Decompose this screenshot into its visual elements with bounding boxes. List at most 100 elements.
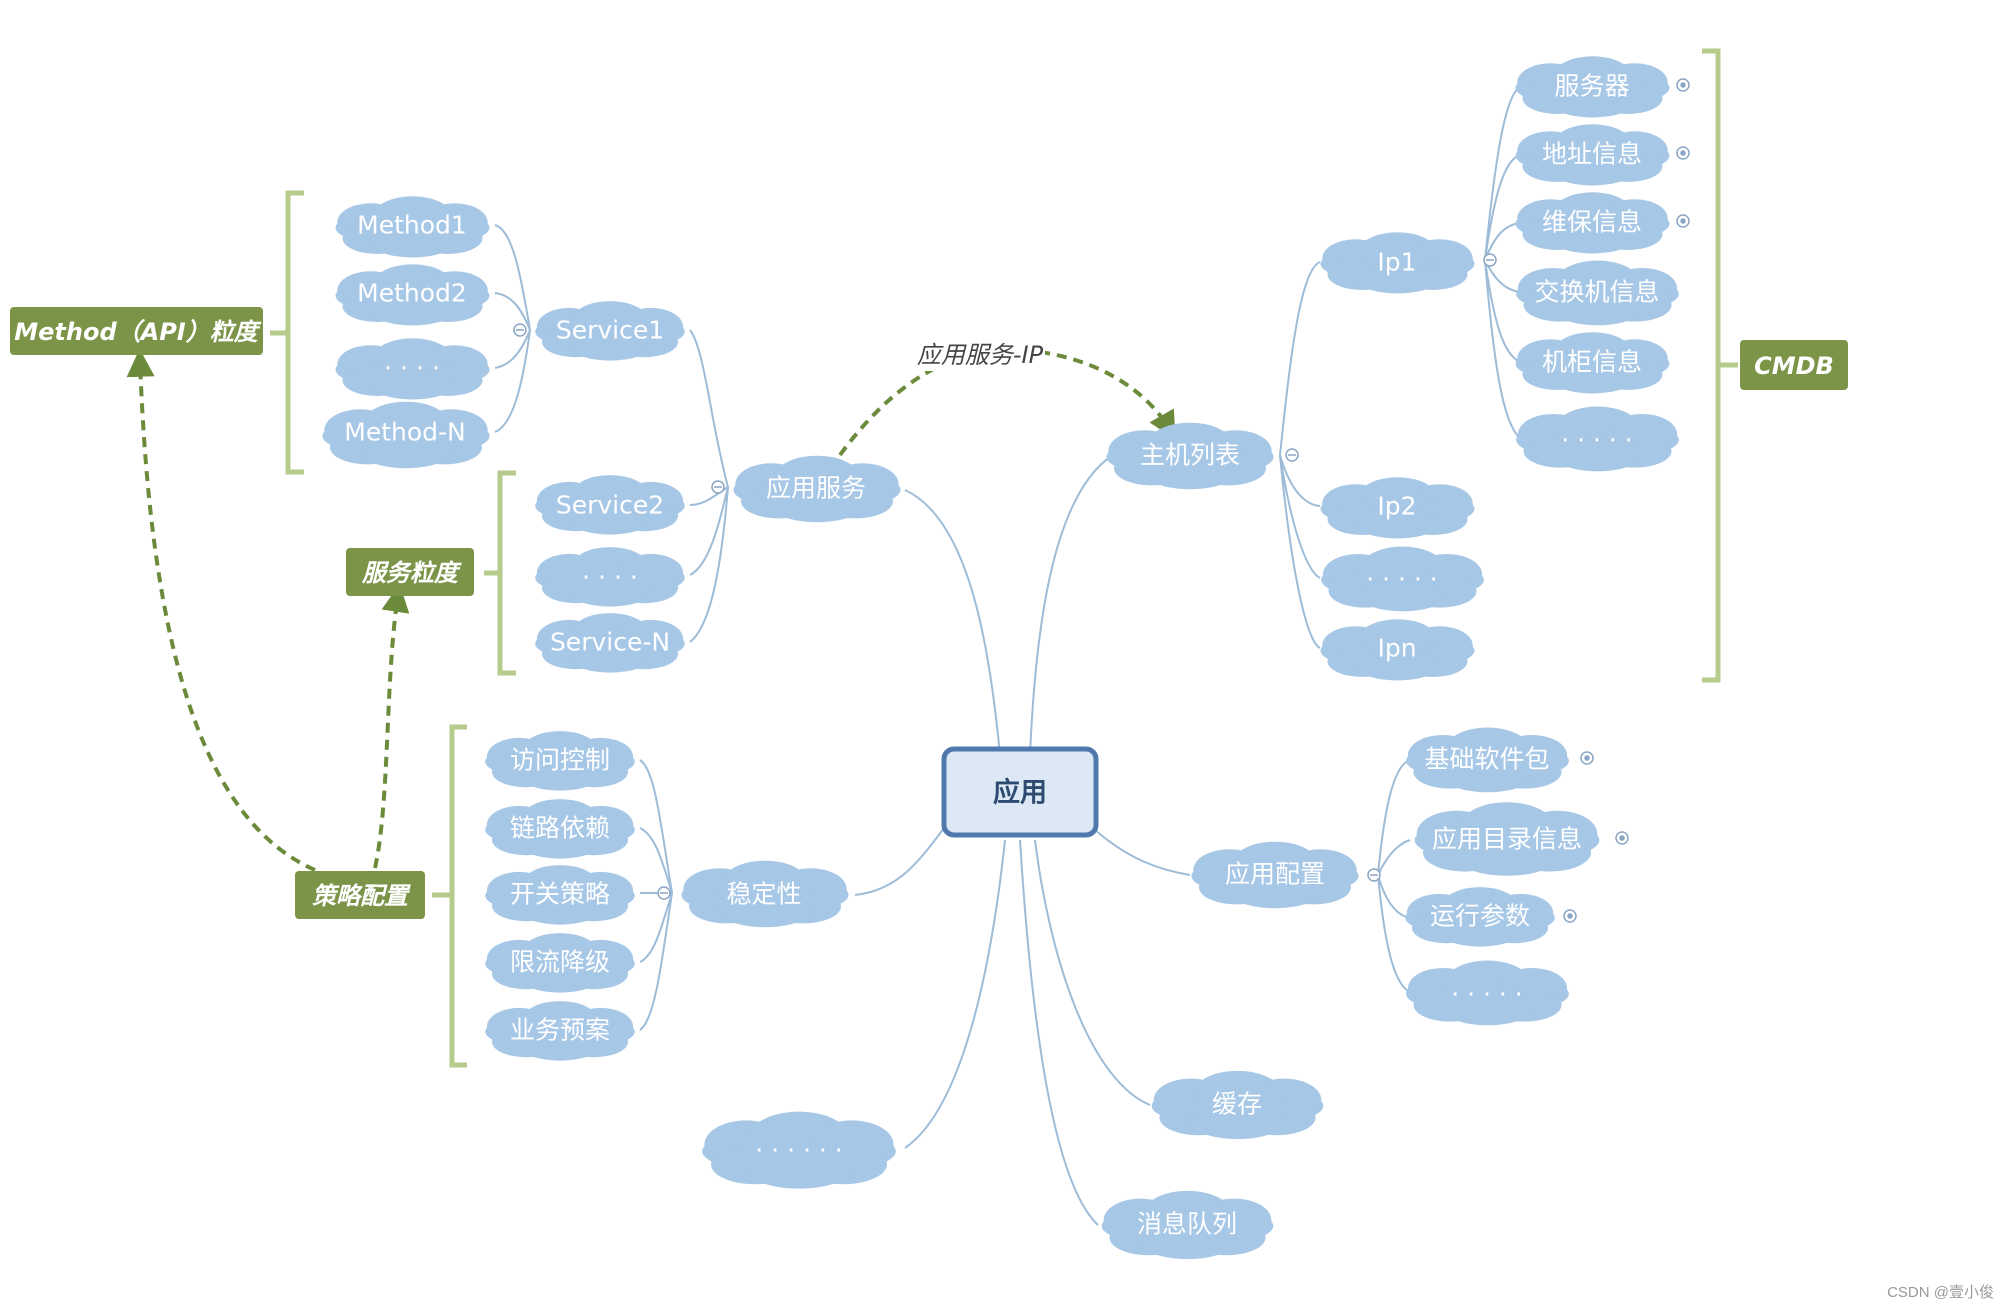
edge-config-dirinfo	[1377, 839, 1411, 876]
expand-icon[interactable]	[1676, 78, 1690, 92]
edge-appservice-servicen	[689, 486, 729, 643]
node-method-n[interactable]: Method-N	[322, 401, 490, 469]
node-base-software[interactable]: 基础软件包	[1406, 727, 1569, 793]
node-ip2[interactable]: Ip2	[1320, 477, 1475, 539]
svg-text:Method2: Method2	[357, 279, 467, 308]
edge-service1-method2	[494, 292, 531, 331]
svg-text:· · · ·: · · · ·	[384, 354, 440, 383]
node-config-dots[interactable]: · · · · ·	[1406, 960, 1569, 1026]
node-server[interactable]: 服务器	[1515, 56, 1670, 118]
arrow-strategy-to-method	[126, 348, 316, 872]
arrow-strategy-to-service	[373, 583, 410, 869]
bracket-stability	[432, 724, 467, 1068]
node-app-config[interactable]: 应用配置	[1191, 841, 1359, 909]
center-node[interactable]: 应用	[941, 746, 1099, 838]
node-stability[interactable]: 稳定性	[681, 860, 849, 928]
node-business-plan[interactable]: 业务预案	[485, 1001, 635, 1061]
node-ip-dots[interactable]: · · · · ·	[1321, 546, 1484, 612]
node-ip1[interactable]: Ip1	[1320, 232, 1475, 294]
edge-center-bottom-dots	[904, 839, 1006, 1149]
svg-text:Service1: Service1	[556, 316, 664, 345]
bracket-cmdb	[1702, 48, 1738, 683]
node-service2[interactable]: Service2	[535, 475, 685, 535]
expand-icon[interactable]	[1563, 909, 1577, 923]
node-service1[interactable]: Service1	[535, 301, 685, 361]
svg-text:地址信息: 地址信息	[1542, 140, 1642, 169]
collapse-icon[interactable]	[513, 323, 527, 337]
bracket-services	[484, 470, 516, 676]
svg-text:交换机信息: 交换机信息	[1534, 278, 1659, 307]
svg-text:CMDB: CMDB	[1754, 352, 1834, 380]
collapse-icon[interactable]	[711, 480, 725, 494]
collapse-markers	[513, 78, 1690, 923]
svg-text:限流降级: 限流降级	[510, 948, 610, 977]
collapse-icon[interactable]	[1367, 868, 1381, 882]
tag-method-granularity[interactable]: Method（API）粒度	[10, 307, 263, 355]
edge-stability-plan	[639, 892, 673, 1031]
node-cabinet-info[interactable]: 机柜信息	[1515, 332, 1670, 394]
edge-ip1-cabinet	[1484, 259, 1521, 363]
svg-text:维保信息: 维保信息	[1542, 208, 1642, 237]
svg-text:业务预案: 业务预案	[510, 1016, 610, 1045]
svg-text:稳定性: 稳定性	[726, 880, 801, 909]
svg-text:开关策略: 开关策略	[510, 880, 610, 909]
expand-icon[interactable]	[1615, 831, 1629, 845]
svg-text:运行参数: 运行参数	[1430, 902, 1530, 931]
edge-appservice-service1	[689, 329, 729, 488]
node-cache[interactable]: 缓存	[1151, 1070, 1324, 1140]
svg-text:Ip2: Ip2	[1377, 492, 1416, 521]
node-ip1-dots[interactable]: · · · · ·	[1516, 406, 1679, 472]
edge-center-app-service	[904, 489, 1001, 756]
edge-config-dots	[1377, 874, 1411, 993]
edge-center-stability	[854, 819, 951, 896]
svg-text:基础软件包: 基础软件包	[1424, 745, 1549, 774]
node-host-list[interactable]: 主机列表	[1106, 422, 1274, 490]
tag-service-granularity[interactable]: 服务粒度	[346, 548, 474, 596]
collapse-icon[interactable]	[657, 886, 671, 900]
expand-icon[interactable]	[1676, 146, 1690, 160]
node-method1[interactable]: Method1	[335, 196, 490, 258]
svg-text:Method-N: Method-N	[344, 418, 465, 447]
tag-strategy-config[interactable]: 策略配置	[295, 871, 425, 919]
svg-text:策略配置: 策略配置	[312, 882, 411, 910]
expand-icon[interactable]	[1580, 751, 1594, 765]
node-switch-strategy[interactable]: 开关策略	[485, 865, 635, 925]
node-method2[interactable]: Method2	[335, 264, 490, 326]
node-service-dots[interactable]: · · · ·	[535, 547, 685, 607]
node-app-service[interactable]: 应用服务	[733, 455, 901, 523]
watermark: CSDN @壹小俊	[1887, 1284, 1994, 1301]
collapse-icon[interactable]	[1285, 448, 1299, 462]
expand-icon[interactable]	[1676, 214, 1690, 228]
svg-text:Service2: Service2	[556, 491, 664, 520]
edge-stability-ratelimit	[639, 892, 673, 963]
node-switch-info[interactable]: 交换机信息	[1516, 260, 1679, 326]
edge-appservice-service2	[689, 486, 729, 506]
dashed-arrows	[126, 347, 1176, 872]
svg-text:Ipn: Ipn	[1377, 634, 1416, 663]
node-rate-limit[interactable]: 限流降级	[485, 933, 635, 993]
svg-text:· · · · · ·: · · · · · ·	[755, 1136, 842, 1165]
edge-hostlist-ipdots	[1279, 454, 1321, 579]
svg-text:缓存: 缓存	[1212, 1090, 1262, 1119]
edge-service1-methoddots	[494, 329, 531, 369]
svg-text:链路依赖: 链路依赖	[510, 814, 610, 843]
node-method-dots[interactable]: · · · ·	[335, 338, 490, 400]
node-service-n[interactable]: Service-N	[535, 613, 685, 673]
svg-text:服务器: 服务器	[1554, 72, 1629, 101]
node-bottom-dots[interactable]: · · · · · ·	[702, 1111, 896, 1189]
node-warranty-info[interactable]: 维保信息	[1515, 192, 1670, 254]
svg-text:· · · ·: · · · ·	[582, 563, 638, 592]
node-ipn[interactable]: Ipn	[1320, 619, 1475, 681]
edge-service1-methodn	[494, 329, 531, 433]
edge-hostlist-ip1	[1279, 261, 1321, 456]
node-run-params[interactable]: 运行参数	[1405, 887, 1555, 947]
tag-cmdb[interactable]: CMDB	[1740, 340, 1848, 390]
node-app-dir-info[interactable]: 应用目录信息	[1414, 802, 1600, 876]
node-address-info[interactable]: 地址信息	[1515, 124, 1670, 186]
node-access-control[interactable]: 访问控制	[485, 731, 635, 791]
node-link-dependency[interactable]: 链路依赖	[485, 799, 635, 859]
collapse-icon[interactable]	[1483, 253, 1497, 267]
edge-center-cache	[1034, 839, 1151, 1106]
node-message-queue[interactable]: 消息队列	[1101, 1190, 1274, 1260]
